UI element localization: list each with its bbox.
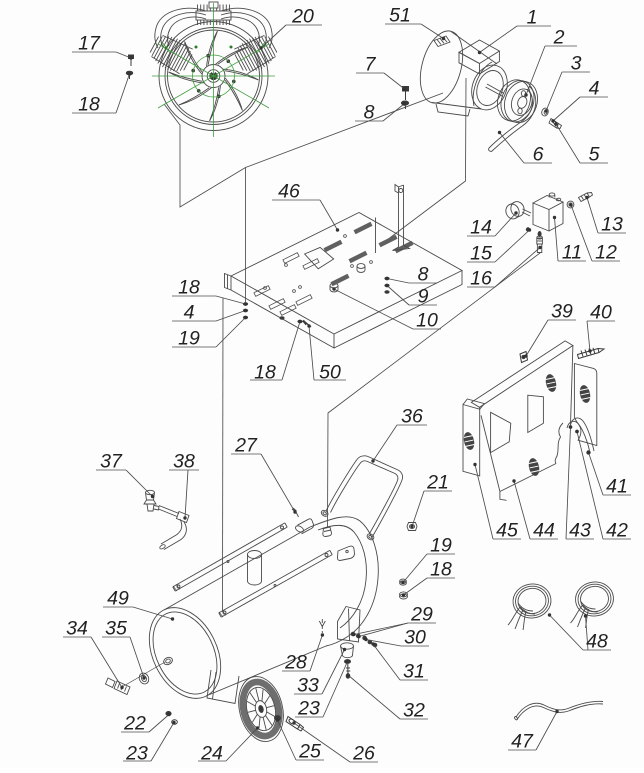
svg-text:2: 2 — [553, 27, 565, 49]
svg-text:49: 49 — [107, 588, 129, 610]
svg-text:9: 9 — [418, 286, 429, 308]
svg-text:40: 40 — [590, 302, 612, 324]
svg-text:16: 16 — [470, 268, 492, 290]
svg-text:27: 27 — [234, 435, 258, 457]
svg-text:48: 48 — [586, 631, 608, 653]
svg-text:6: 6 — [533, 144, 544, 166]
svg-text:47: 47 — [511, 731, 534, 753]
svg-text:41: 41 — [606, 476, 628, 498]
svg-text:23: 23 — [297, 698, 320, 720]
svg-text:4: 4 — [184, 302, 195, 324]
svg-text:22: 22 — [123, 713, 146, 735]
svg-text:39: 39 — [551, 301, 573, 323]
svg-text:5: 5 — [589, 144, 600, 166]
svg-text:8: 8 — [364, 102, 375, 124]
svg-text:51: 51 — [389, 5, 411, 27]
svg-text:37: 37 — [100, 451, 123, 473]
svg-text:13: 13 — [601, 214, 623, 236]
svg-text:19: 19 — [430, 535, 452, 557]
svg-text:20: 20 — [291, 6, 314, 28]
svg-text:26: 26 — [352, 743, 375, 765]
svg-text:21: 21 — [426, 472, 449, 494]
svg-text:34: 34 — [66, 618, 88, 640]
svg-text:38: 38 — [173, 451, 195, 473]
svg-text:35: 35 — [105, 618, 127, 640]
svg-text:17: 17 — [78, 33, 101, 55]
svg-text:32: 32 — [403, 700, 425, 722]
svg-text:29: 29 — [410, 604, 433, 626]
svg-text:1: 1 — [527, 7, 538, 29]
svg-text:31: 31 — [403, 661, 425, 683]
svg-text:44: 44 — [533, 520, 555, 542]
svg-text:33: 33 — [297, 675, 319, 697]
svg-text:10: 10 — [416, 310, 438, 332]
svg-text:46: 46 — [278, 181, 300, 203]
svg-text:4: 4 — [589, 78, 600, 100]
svg-text:7: 7 — [365, 54, 377, 76]
svg-text:12: 12 — [595, 242, 617, 264]
svg-text:23: 23 — [125, 743, 148, 765]
svg-text:19: 19 — [178, 328, 200, 350]
svg-text:14: 14 — [470, 217, 492, 239]
svg-text:18: 18 — [178, 277, 200, 299]
svg-text:24: 24 — [200, 743, 223, 765]
svg-text:30: 30 — [404, 627, 426, 649]
svg-text:43: 43 — [569, 520, 591, 542]
svg-text:18: 18 — [430, 559, 452, 581]
svg-text:28: 28 — [284, 652, 307, 674]
svg-text:8: 8 — [418, 264, 429, 286]
svg-text:3: 3 — [571, 53, 582, 75]
svg-text:25: 25 — [298, 741, 321, 763]
svg-text:42: 42 — [606, 520, 628, 542]
svg-text:18: 18 — [78, 94, 100, 116]
svg-text:15: 15 — [470, 243, 492, 265]
svg-text:36: 36 — [401, 406, 423, 428]
svg-text:18: 18 — [254, 362, 276, 384]
svg-text:45: 45 — [496, 520, 518, 542]
svg-text:11: 11 — [562, 242, 582, 264]
svg-text:50: 50 — [319, 362, 341, 384]
